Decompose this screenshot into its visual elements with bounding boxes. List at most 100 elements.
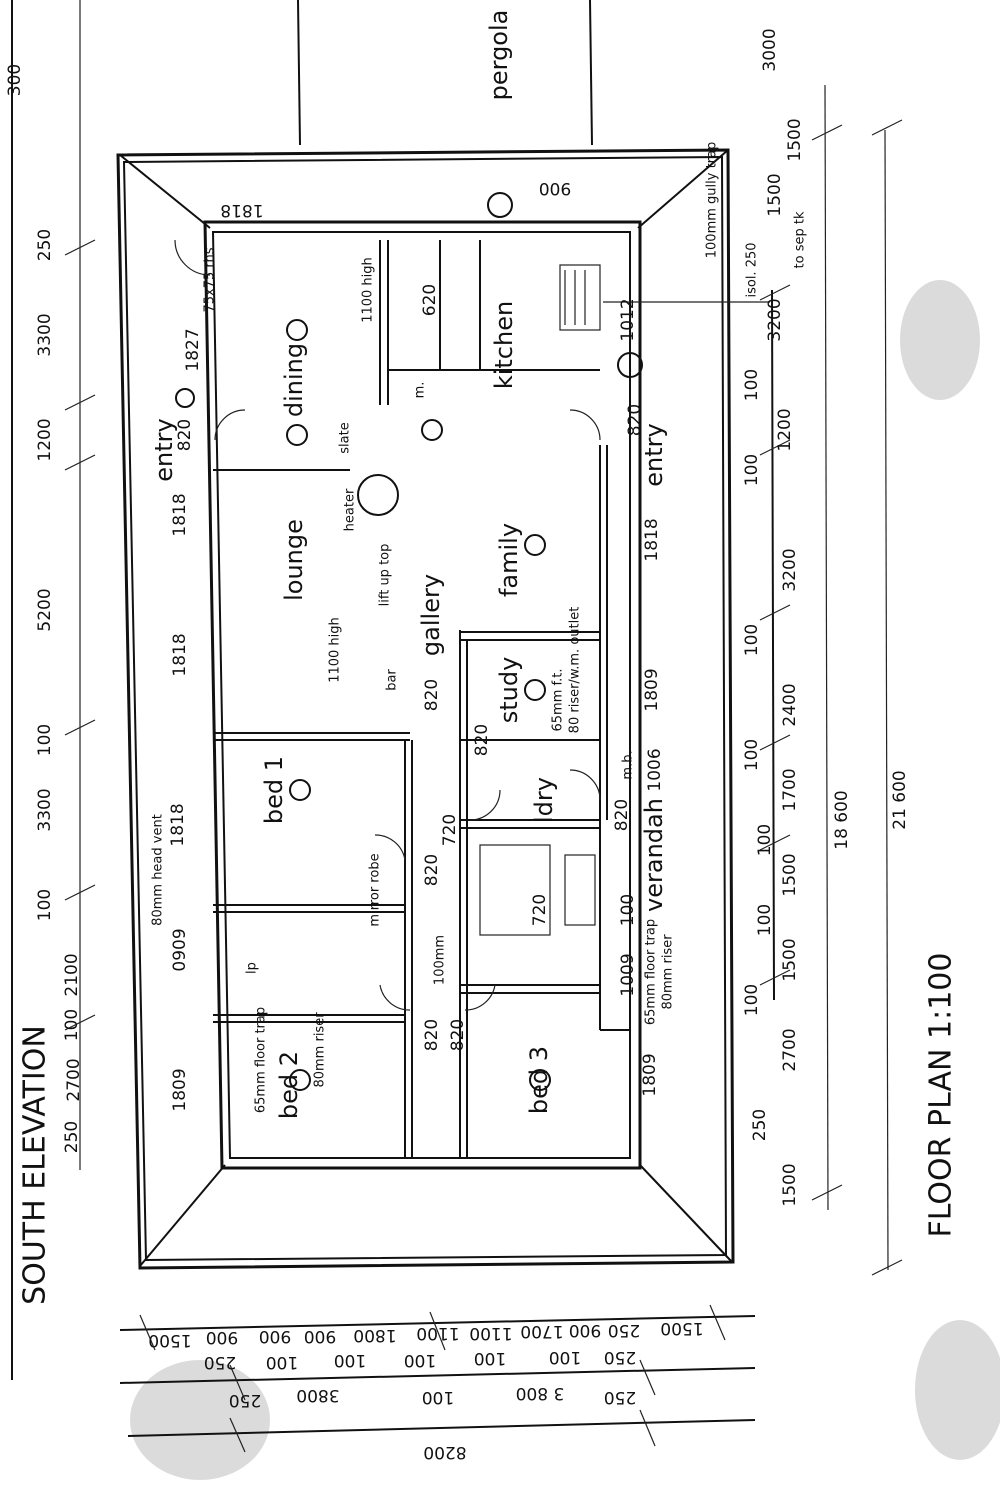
left-dim: 250 bbox=[35, 229, 55, 261]
external-walls bbox=[203, 220, 642, 1170]
bottom-dim-row2: 100 bbox=[404, 1350, 436, 1370]
opening-820-entry: 820 bbox=[175, 419, 195, 451]
opening-720-a: 720 bbox=[440, 814, 460, 846]
bottom-dim-row1: 1100 bbox=[416, 1323, 459, 1343]
left-dim: 100 bbox=[35, 724, 55, 756]
room-dining: dining bbox=[280, 343, 308, 417]
right-dim: 3000 bbox=[760, 28, 780, 71]
opening-1809-bed2: 1809 bbox=[170, 1068, 190, 1111]
room-lounge: lounge bbox=[280, 519, 308, 601]
internal-walls bbox=[213, 240, 630, 1158]
bottom-dim-row1: 1700 bbox=[520, 1321, 563, 1341]
opening-1827: 1827 bbox=[183, 328, 203, 371]
note-100mm: 100mm bbox=[433, 935, 448, 985]
note-riser-ldry: 80mm riser bbox=[661, 934, 676, 1010]
room-gallery: gallery bbox=[417, 574, 445, 656]
right-dim: 1500 bbox=[780, 1163, 800, 1206]
titles: SOUTH ELEVATION FLOOR PLAN 1:100 pergola bbox=[18, 10, 959, 1305]
opening-1006: 1006 bbox=[645, 748, 665, 791]
bottom-dim-row1: 1100 bbox=[469, 1323, 512, 1343]
opening-100-ldry: 100 bbox=[618, 894, 638, 926]
scan-noise bbox=[130, 280, 1000, 1480]
opening-1012: 1012 bbox=[618, 298, 638, 341]
left-dim: 3300 bbox=[35, 313, 55, 356]
bottom-dim-row1: 250 bbox=[608, 1320, 640, 1340]
right-dim: 100 bbox=[742, 984, 762, 1016]
roof-outline bbox=[116, 148, 735, 1270]
bottom-dim-row1: 1500 bbox=[660, 1318, 703, 1338]
right-dim: 2400 bbox=[780, 683, 800, 726]
note-riser-bed2: 80mm riser bbox=[313, 1012, 328, 1088]
bottom-dim-row1: 1800 bbox=[353, 1325, 396, 1345]
left-dim: 100 bbox=[35, 889, 55, 921]
note-gully-trap: 100mm gully trap bbox=[705, 142, 720, 258]
right-dim: 1500 bbox=[765, 173, 785, 216]
right-dim: 2700 bbox=[780, 1028, 800, 1071]
right-dim: 100 bbox=[742, 454, 762, 486]
opening-820-rear: 820 bbox=[625, 404, 645, 436]
pergola-label: pergola bbox=[485, 10, 513, 101]
room-verandah: verandah bbox=[640, 798, 668, 912]
right-dim: 100 bbox=[742, 369, 762, 401]
opening-820-ldry: 820 bbox=[612, 799, 632, 831]
bottom-dim-row3: 3800 bbox=[296, 1385, 339, 1405]
dimension-lines bbox=[11, 0, 903, 1453]
bottom-dim-row2: 250 bbox=[204, 1352, 236, 1372]
bottom-dimensions: 1500 900 900 900 1800 1100 1100 1700 900… bbox=[148, 1318, 703, 1462]
right-dim: 100 bbox=[742, 739, 762, 771]
overall-dim-18600: 18 600 bbox=[832, 790, 852, 849]
opening-820-bed2: 820 bbox=[422, 1019, 442, 1051]
bottom-dim-row2: 100 bbox=[474, 1348, 506, 1368]
opening-1818-lounge-b: 1818 bbox=[170, 633, 190, 676]
note-1100-high-lounge: 1100 high bbox=[328, 617, 343, 683]
note-mb: m.b. bbox=[621, 750, 636, 779]
opening-1818-family: 1818 bbox=[642, 518, 662, 561]
room-bed1: bed 1 bbox=[260, 756, 288, 824]
room-entry-front: entry bbox=[150, 418, 178, 481]
left-dim: 3300 bbox=[35, 788, 55, 831]
elevation-title: SOUTH ELEVATION bbox=[18, 1025, 53, 1305]
right-dim: 1500 bbox=[780, 853, 800, 896]
right-dim: 3200 bbox=[765, 298, 785, 341]
room-study: study bbox=[495, 657, 523, 724]
opening-1818-top: 1818 bbox=[220, 200, 263, 220]
right-dim: 1500 bbox=[780, 938, 800, 981]
note-mirror-robe: mirror robe bbox=[368, 853, 383, 926]
room-family: family bbox=[495, 523, 523, 597]
note-to-sep-tk: to sep tk bbox=[793, 211, 808, 268]
opening-820-study: 820 bbox=[472, 724, 492, 756]
bottom-dim-row1: 1500 bbox=[148, 1330, 191, 1350]
note-lp: lp bbox=[245, 962, 260, 974]
left-dim: 2100 bbox=[62, 953, 82, 996]
note-floor-trap-ldry: 65mm floor trap bbox=[644, 919, 659, 1025]
opening-1009: 1009 bbox=[618, 953, 638, 996]
room-bed3: bed 3 bbox=[525, 1046, 553, 1114]
bottom-dim-row3: 250 bbox=[604, 1387, 636, 1407]
bottom-dim-row3: 250 bbox=[229, 1390, 261, 1410]
overall-dim-21600: 21 600 bbox=[890, 770, 910, 829]
note-1100-high-kitchen: 1100 high bbox=[361, 257, 376, 323]
note-head-vent: 80mm head vent bbox=[151, 814, 166, 926]
note-rhs: 75x75 rhs bbox=[203, 247, 218, 312]
left-dim: 300 bbox=[5, 64, 25, 96]
opening-1818-bed1: 1818 bbox=[168, 803, 188, 846]
bottom-dim-row3: 100 bbox=[422, 1387, 454, 1407]
plan-title: FLOOR PLAN 1:100 bbox=[924, 953, 959, 1238]
right-dim: 100 bbox=[742, 624, 762, 656]
right-dim: 100 bbox=[755, 824, 775, 856]
bottom-dim-row2: 100 bbox=[266, 1352, 298, 1372]
note-bar: bar bbox=[385, 669, 400, 691]
note-slate: slate bbox=[338, 422, 353, 453]
bottom-dim-row2: 250 bbox=[604, 1347, 636, 1367]
opening-0909: 0909 bbox=[170, 928, 190, 971]
bottom-dim-row3: 3 800 bbox=[516, 1383, 565, 1403]
note-m: m. bbox=[413, 382, 428, 399]
note-floor-trap-bed2: 65mm floor trap bbox=[254, 1007, 269, 1113]
left-dimensions: 300 250 3300 1200 5200 100 3300 100 2100… bbox=[5, 64, 84, 1153]
left-dim: 100 bbox=[62, 1009, 82, 1041]
room-labels: dining kitchen lounge family gallery stu… bbox=[150, 301, 668, 1119]
right-dim: 250 bbox=[750, 1109, 770, 1141]
bottom-dim-row1: 900 bbox=[569, 1320, 601, 1340]
room-bed2: bed 2 bbox=[275, 1051, 303, 1119]
